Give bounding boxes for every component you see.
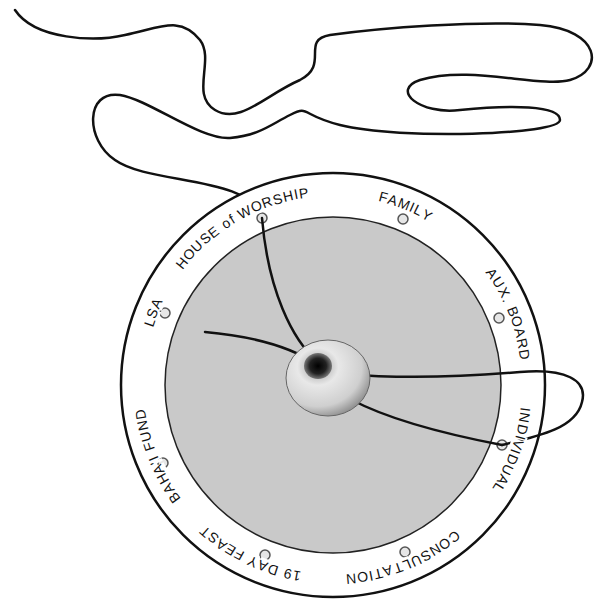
rim-letter: N bbox=[345, 570, 356, 586]
center-hole bbox=[286, 340, 370, 416]
rim-dot bbox=[398, 214, 408, 224]
dial-rim bbox=[121, 173, 545, 597]
rim-letter: O bbox=[356, 568, 369, 584]
string bbox=[345, 371, 583, 445]
rim-letter: 1 bbox=[291, 567, 301, 583]
rim-letter: P bbox=[298, 185, 309, 201]
dial-face bbox=[165, 217, 501, 553]
rim-letter: D bbox=[516, 348, 532, 360]
rim-letter: N bbox=[516, 412, 533, 425]
rim-dots bbox=[158, 213, 507, 560]
hole-pit bbox=[304, 353, 332, 379]
tangled-string bbox=[15, 10, 592, 218]
rim-dot bbox=[494, 313, 504, 323]
string bbox=[352, 400, 502, 445]
string bbox=[262, 218, 318, 362]
